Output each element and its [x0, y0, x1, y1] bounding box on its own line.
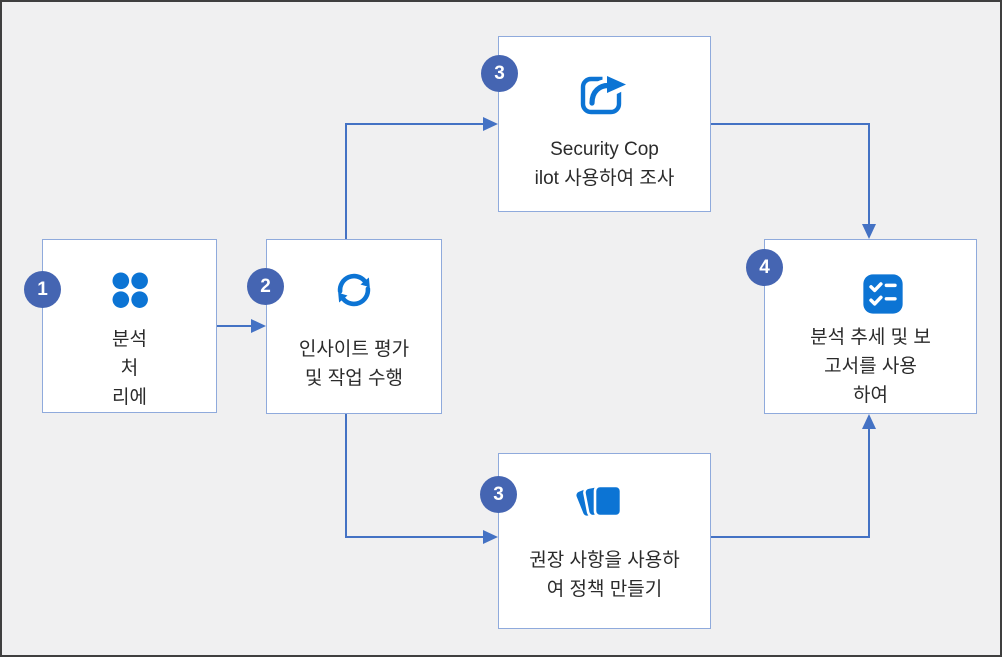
step-number-badge: 1: [24, 271, 61, 308]
step-number-badge: 2: [247, 268, 284, 305]
step-label-line: ilot 사용하여 조사: [534, 168, 675, 189]
step-label-line: 권장 사항을 사용하: [529, 550, 680, 571]
step-label-line: 및 작업 수행: [305, 368, 403, 389]
step-label-line: 고서를 사용: [824, 356, 917, 377]
share-icon: [499, 67, 710, 119]
step-label-line: 리에: [112, 387, 147, 408]
step-label-line: 처: [120, 358, 139, 379]
connector-step3-policy-step4: [711, 414, 876, 538]
step-box-evaluate-insights: 2 인사이트 평가 및 작업 수행: [247, 239, 442, 414]
step-label-line: 분석 추세 및 보: [810, 327, 931, 348]
step-label-line: 하여: [853, 385, 888, 406]
step-box-trends-reports: 4 분석 추세 및 보 고서를 사용 하여: [746, 239, 977, 414]
tasklist-icon: [777, 271, 988, 317]
step-number-badge: 3: [480, 476, 517, 513]
sync-icon: [267, 266, 441, 314]
layers-icon: [495, 480, 706, 530]
step-box-analyze: 1 분석 처 리에: [24, 239, 217, 413]
step-label-line: Security Cop: [550, 139, 659, 160]
step-label: 분석 추세 및 보 고서를 사용 하여: [771, 323, 970, 410]
step-number-badge: 4: [746, 249, 783, 286]
step-number-badge: 3: [481, 55, 518, 92]
step-label-line: 인사이트 평가: [298, 339, 410, 360]
step-label-line: 여 정책 만들기: [546, 579, 663, 600]
step-box-create-policy: 3 권장 사항을 사용하 여 정책 만들기: [480, 453, 711, 629]
step-label: 분석 처 리에: [49, 325, 210, 412]
connector-step1-step2: [217, 319, 266, 333]
step-label-line: 분석: [112, 329, 147, 350]
grid-dots-icon: [43, 269, 216, 311]
connector-step3-investigate-step4: [711, 123, 876, 239]
step-label: 권장 사항을 사용하 여 정책 만들기: [505, 546, 704, 604]
step-box-investigate-copilot: 3 Security Cop ilot 사용하여 조사: [481, 36, 711, 212]
connector-step2-step3-investigate: [345, 117, 498, 239]
step-label: 인사이트 평가 및 작업 수행: [273, 335, 435, 393]
connector-step2-step3-policy: [345, 414, 498, 544]
step-label: Security Cop ilot 사용하여 조사: [505, 135, 704, 193]
